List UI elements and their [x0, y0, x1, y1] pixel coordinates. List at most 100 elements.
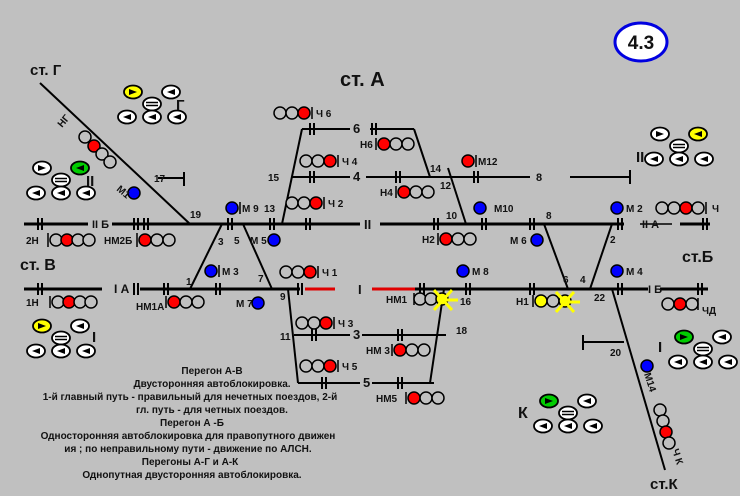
switch-17: 17	[154, 174, 166, 185]
track-label-2b: II Б	[92, 219, 109, 231]
indicator-lamp-icon	[32, 318, 52, 334]
indicator-lamp-icon	[558, 418, 578, 434]
signal-m8[interactable]	[456, 264, 470, 278]
signal-m10[interactable]	[473, 201, 487, 215]
track-label-2: II	[364, 217, 371, 232]
label-m7: М 7	[236, 299, 253, 310]
track-label-6: 6	[353, 121, 360, 136]
signal-nm1a[interactable]	[165, 295, 205, 309]
indicator-lamp-icon	[117, 109, 137, 125]
label-ch5: Ч 5	[342, 362, 358, 373]
track-label-1b: I Б	[648, 284, 662, 296]
switch-19: 19	[190, 210, 202, 221]
label-ch6: Ч 6	[316, 109, 332, 120]
track-label-5: 5	[363, 375, 370, 390]
signal-nm2b[interactable]	[136, 233, 176, 247]
switch-numbers: 1 3 5 7 9 11 13 15 17 19 14 12 10 8 6 4 …	[154, 164, 622, 359]
signal-m3[interactable]	[204, 264, 220, 278]
signal-m14[interactable]	[640, 359, 654, 373]
switch-12: 12	[440, 181, 452, 192]
signal-ch2[interactable]	[285, 196, 325, 210]
section-badge: 4.3	[613, 21, 669, 63]
signal-m9[interactable]	[225, 201, 241, 215]
signal-ch3[interactable]	[295, 316, 335, 330]
switch-3: 3	[218, 237, 224, 248]
signal-ch4[interactable]	[299, 154, 339, 168]
label-chd: ЧД	[702, 306, 716, 317]
label-h2: Н2	[422, 235, 435, 246]
label-m12: М12	[478, 157, 498, 168]
label-ch2: Ч 2	[328, 199, 344, 210]
signal-m4[interactable]	[610, 264, 624, 278]
badge-text: 4.3	[628, 33, 654, 54]
signal-m6[interactable]	[530, 233, 544, 247]
indicator-lamp-icon	[674, 329, 694, 345]
label-nm2b: НМ2Б	[104, 236, 132, 247]
label-h1: Н1	[516, 297, 529, 308]
signal-1h[interactable]	[49, 295, 98, 309]
switch-18: 18	[456, 326, 468, 337]
panel-label-2-right: II	[636, 149, 644, 166]
signal-ch5[interactable]	[299, 359, 339, 373]
signal-ng[interactable]	[78, 130, 117, 169]
indicator-lamp-icon	[26, 185, 46, 201]
track-label-8: 8	[536, 172, 542, 184]
signal-chk[interactable]	[653, 403, 676, 450]
signal-nm5[interactable]	[405, 391, 445, 405]
notes-block: Перегон А-В Двусторонняя автоблокировка.…	[41, 366, 338, 481]
note-line: Односторонняя автоблокировка для правопу…	[41, 430, 336, 442]
indicator-lamp-icon	[142, 109, 162, 125]
signal-m12[interactable]	[461, 154, 477, 168]
panel-label-1-left: I	[92, 329, 96, 346]
signal-2h[interactable]	[47, 233, 96, 247]
indicator-lamp-icon	[558, 405, 578, 421]
indicator-lamp-icon	[694, 151, 714, 167]
label-nm1a: НМ1А	[136, 302, 164, 313]
signal-m1[interactable]	[127, 186, 141, 200]
station-b-label: ст.Б	[682, 249, 713, 266]
label-m9: М 9	[242, 204, 259, 215]
note-line: Однопутная двусторонняя автоблокировка.	[82, 469, 301, 481]
indicator-lamp-icon	[51, 185, 71, 201]
label-nm3: НМ 3	[366, 346, 390, 357]
indicator-lamp-icon	[650, 126, 670, 142]
station-g-label: ст. Г	[30, 62, 62, 79]
signal-h4[interactable]	[395, 185, 435, 199]
switch-10: 10	[446, 211, 458, 222]
signal-lights	[47, 106, 707, 450]
signal-ch1[interactable]	[279, 265, 319, 279]
signal-h2[interactable]	[437, 232, 477, 246]
indicator-lamp-icon	[51, 343, 71, 359]
label-ch1: Ч 1	[322, 268, 338, 279]
signal-ch6[interactable]	[273, 106, 313, 120]
label-chk: Ч К	[669, 448, 685, 467]
label-m6: М 6	[510, 236, 527, 247]
indicator-lamp-icon	[644, 151, 664, 167]
indicator-lamp-icon	[577, 393, 597, 409]
station-a-label: ст. А	[340, 69, 385, 91]
note-line: Перегоны А-Г и А-К	[142, 457, 239, 468]
shunting-signals	[127, 154, 654, 373]
fault-mark-icon	[432, 288, 580, 314]
signal-m5[interactable]	[267, 233, 281, 247]
signal-m2[interactable]	[610, 201, 624, 215]
indicator-lamp-icon	[76, 343, 96, 359]
track-label-4: 4	[353, 169, 361, 184]
note-line: 1-й главный путь - правильный для нечетн…	[43, 392, 338, 403]
signal-ch[interactable]	[655, 201, 707, 215]
label-m14: М14	[641, 372, 658, 394]
switch-7: 7	[258, 274, 264, 285]
signal-m7[interactable]	[251, 296, 265, 310]
panel-labels: Г II I II I К	[86, 97, 662, 422]
label-ch: Ч	[712, 204, 719, 215]
signal-chd[interactable]	[661, 297, 699, 311]
switch-20: 20	[610, 348, 622, 359]
note-line: гл. путь - для четных поездов.	[136, 405, 288, 416]
label-nm1: НМ1	[386, 295, 408, 306]
indicator-lamp-icon	[123, 84, 143, 100]
label-m5: М 5	[250, 236, 267, 247]
signal-h6[interactable]	[375, 137, 415, 151]
indicator-lamp-icon	[693, 341, 713, 357]
signal-nm3[interactable]	[391, 343, 431, 357]
